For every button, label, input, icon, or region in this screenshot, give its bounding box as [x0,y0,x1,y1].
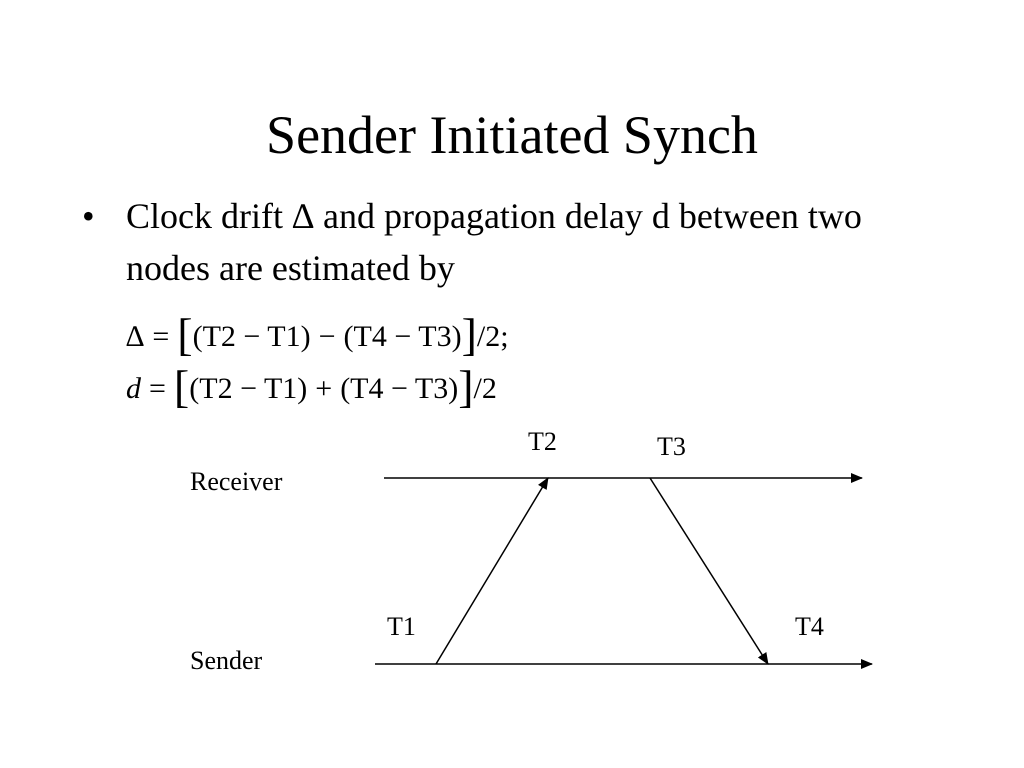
formula-equals: = [149,372,166,405]
sync-reply-arrow [649,477,769,665]
formula-term1: (T2 − T1) [189,372,308,405]
formula-term2: (T4 − T3) [340,372,459,405]
bullet-item: • Clock drift ∆ and propagation delay d … [82,190,902,294]
formula-operator: − [318,320,336,353]
formula-open-bracket: [ [177,309,193,360]
t1-label: T1 [387,612,416,641]
t3-label: T3 [657,432,686,461]
formula-close-bracket: ] [458,361,474,412]
t2-label: T2 [528,427,557,456]
formula-tail: /2; [476,320,509,353]
formula-equals: = [152,320,170,353]
t4-label: T4 [795,612,824,641]
sender-label: Sender [190,646,263,675]
receiver-label: Receiver [190,467,283,496]
delay-formula: d = [ (T2 − T1) + (T4 − T3) ] /2 [126,361,497,412]
formula-lhs: d [126,372,141,405]
formula-open-bracket: [ [173,361,190,412]
bullet-text: Clock drift ∆ and propagation delay d be… [126,196,862,288]
formula-lhs: ∆ [126,320,145,353]
drift-formula: ∆ = [ (T2 − T1) − (T4 − T3) ] /2; [126,309,509,360]
formula-term1: (T2 − T1) [192,320,311,353]
formula-close-bracket: ] [461,309,477,360]
slide-title: Sender Initiated Synch [266,105,758,165]
formula-tail: /2 [473,372,497,405]
bullet-dot: • [82,196,95,236]
sync-request-arrow [435,477,549,665]
formula-term2: (T4 − T3) [343,320,462,353]
formula-operator: + [315,372,333,405]
